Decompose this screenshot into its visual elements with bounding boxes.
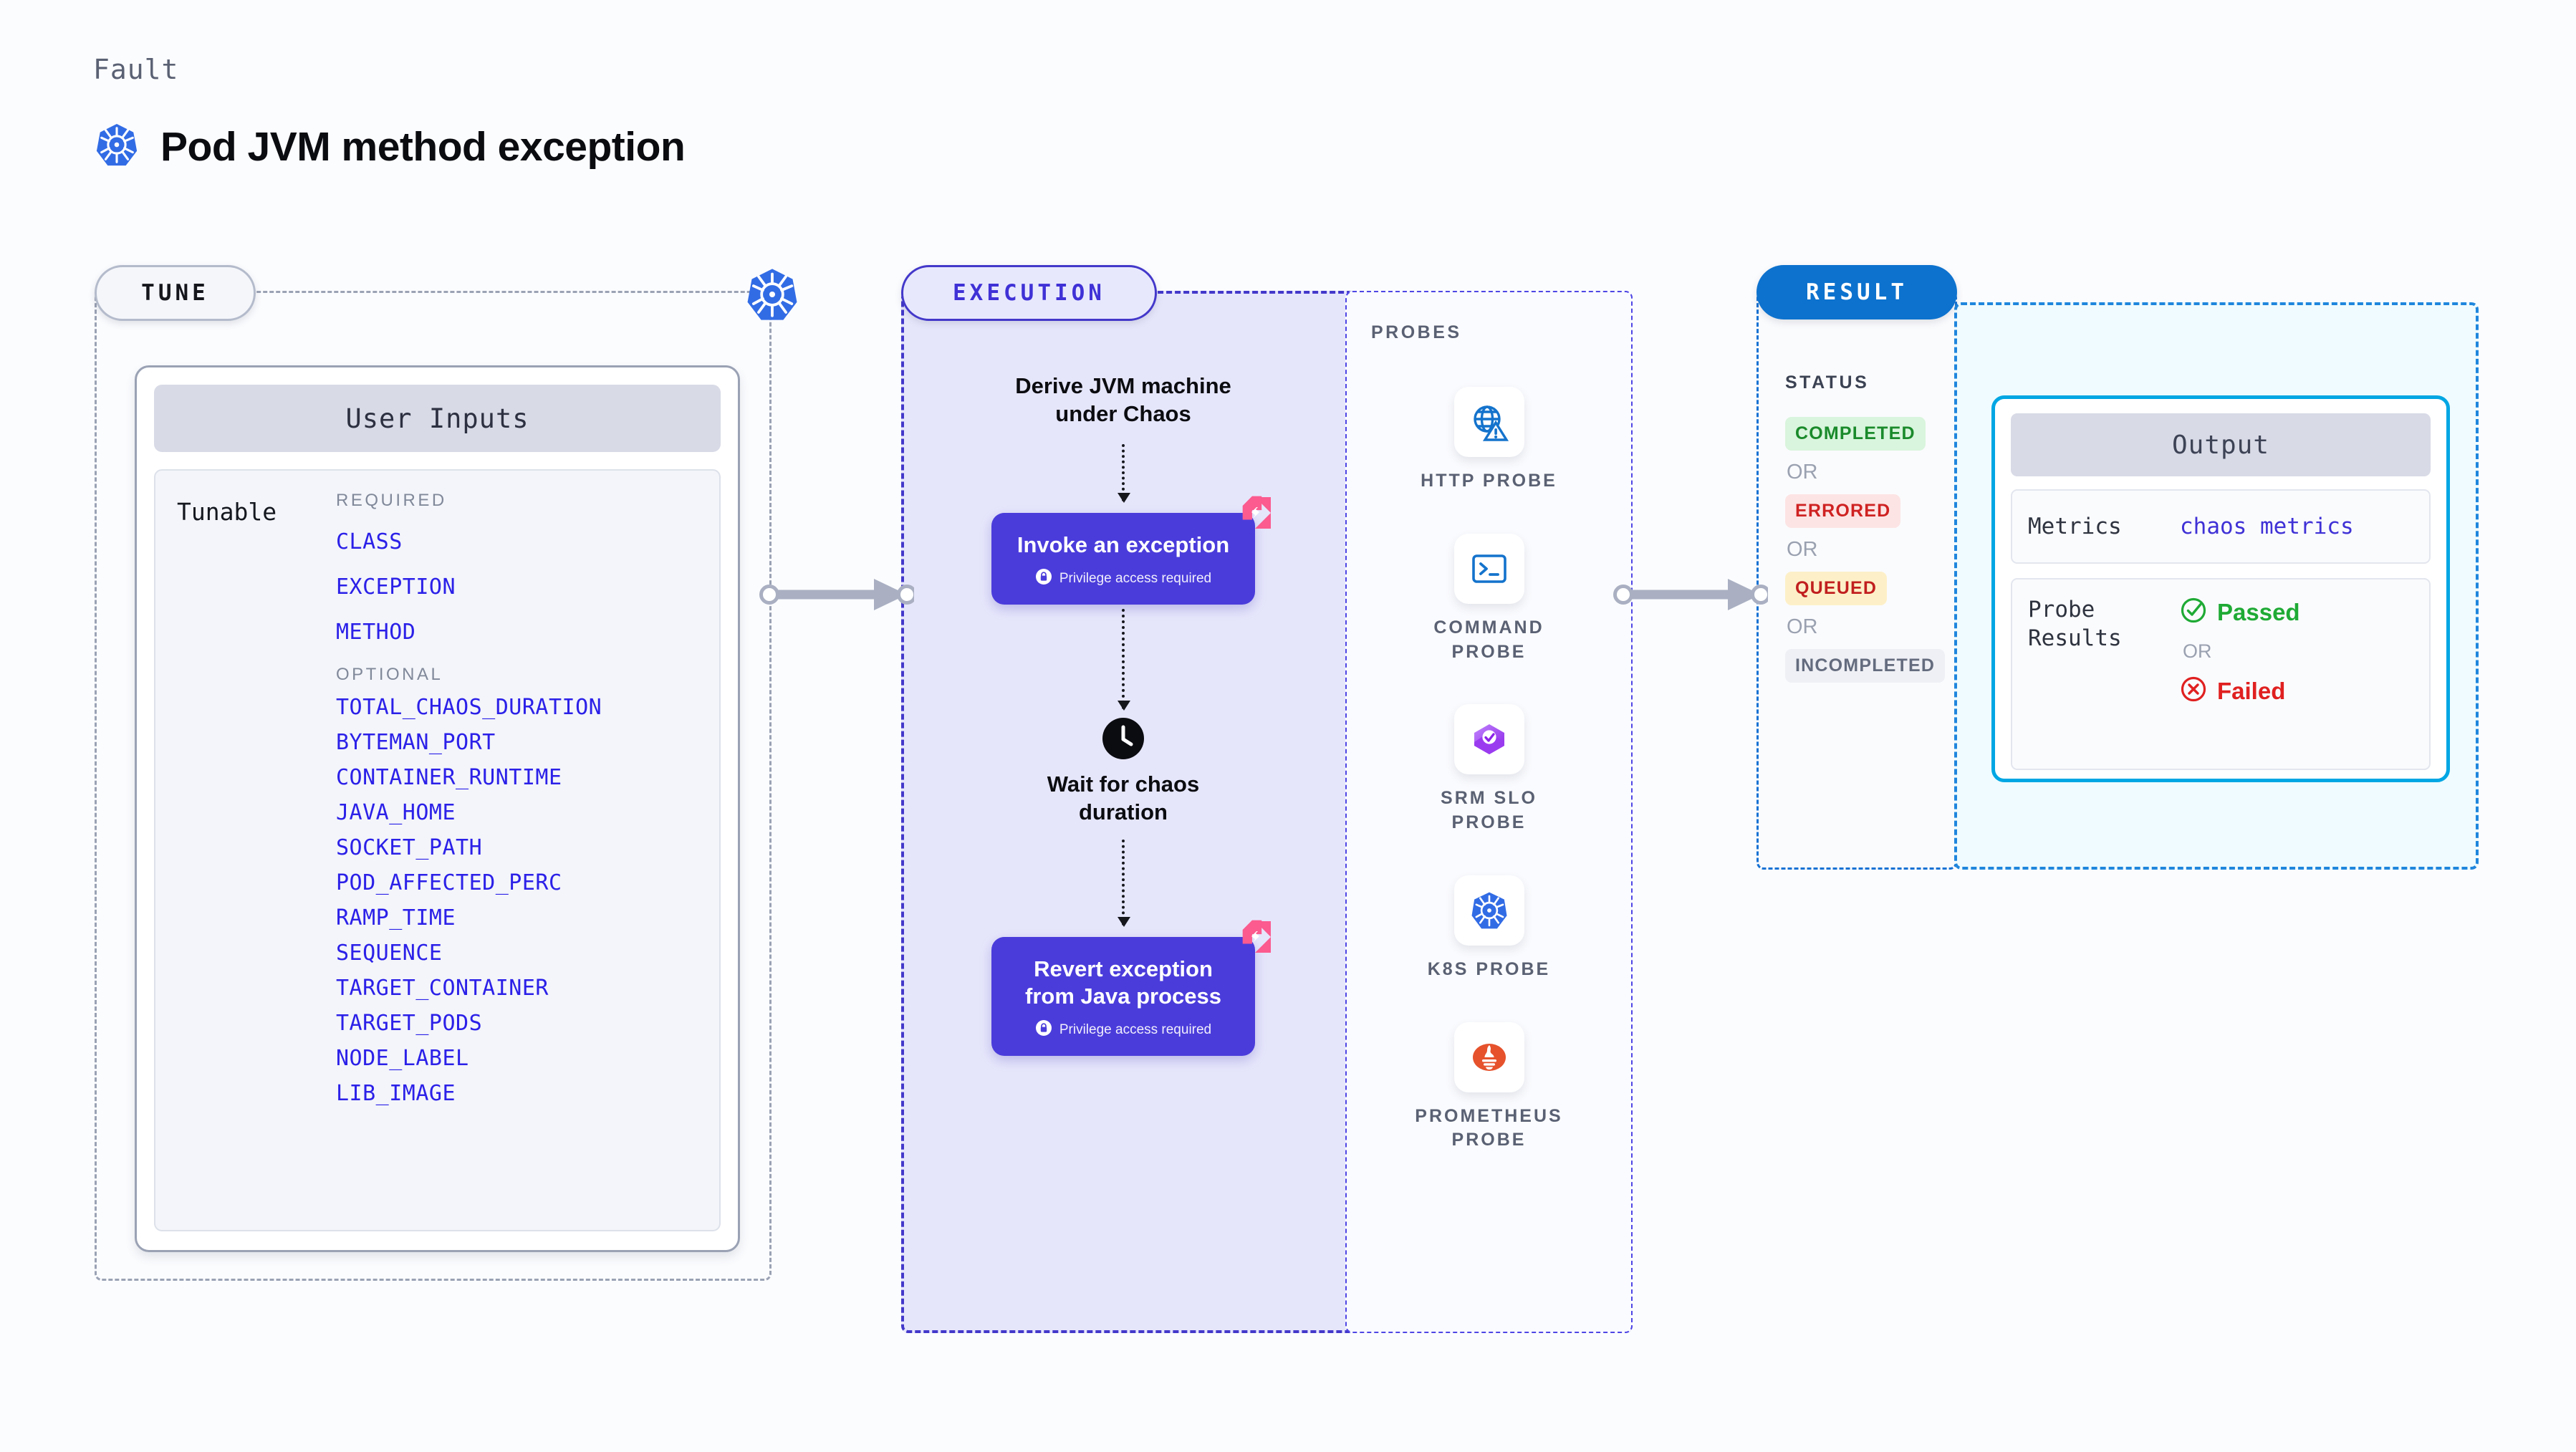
connector-tune-to-execution [759,573,917,620]
parameter-item[interactable]: METHOD [336,620,416,645]
privilege-row: Privilege access required [1001,568,1245,589]
or-separator: OR [2183,640,2212,662]
lock-icon [1035,568,1052,589]
status-list: COMPLETED OR ERRORED OR QUEUED OR INCOMP… [1785,417,1946,683]
tunable-body: Tunable REQUIRED CLASS EXCEPTION METHOD … [154,469,721,1231]
probes-panel [1345,291,1633,1333]
tunable-label: Tunable [177,498,277,526]
parameter-item[interactable]: TOTAL_CHAOS_DURATION [336,695,602,720]
status-title: STATUS [1785,372,1870,393]
privilege-text: Privilege access required [1059,570,1212,586]
globe-warning-icon [1453,387,1524,457]
probes-title: PROBES [1371,322,1462,342]
execution-step-title: Invoke an exception [1017,532,1230,557]
optional-group-label: OPTIONAL [336,665,443,684]
page-title-row: Pod JVM method exception [95,122,686,171]
user-inputs-card: User Inputs Tunable REQUIRED CLASS EXCEP… [135,365,740,1252]
probe-label: K8S PROBE [1427,958,1551,979]
tune-label-pill[interactable]: TUNE [95,265,256,321]
parameter-item[interactable]: LIB_IMAGE [336,1081,456,1106]
parameter-item[interactable]: SOCKET_PATH [336,835,483,860]
metrics-value[interactable]: chaos metrics [2180,514,2354,539]
prometheus-icon [1453,1021,1524,1092]
flow-arrow [1115,609,1132,711]
parameter-item[interactable]: EXCEPTION [336,574,456,600]
parameter-item[interactable]: TARGET_CONTAINER [336,976,549,1001]
parameter-item[interactable]: SEQUENCE [336,941,443,966]
required-parameter-list: CLASS EXCEPTION METHOD [336,529,712,645]
parameter-item[interactable]: BYTEMAN_PORT [336,730,496,755]
kubernetes-icon [1453,875,1524,946]
litmus-logo-icon [1236,494,1274,535]
probe-item-k8s[interactable]: K8S PROBE [1345,875,1633,982]
parameter-item[interactable]: CLASS [336,529,403,554]
terminal-icon [1453,533,1524,604]
x-circle-icon [2180,675,2207,706]
result-label-pill[interactable]: RESULT [1756,265,1957,319]
status-badge: INCOMPLETED [1785,649,1946,683]
connector-execution-to-result [1613,573,1771,620]
page-title: Pod JVM method exception [160,123,686,170]
status-badge: QUEUED [1785,572,1888,605]
optional-parameter-list: TOTAL_CHAOS_DURATION BYTEMAN_PORT CONTAI… [336,695,712,1106]
privilege-row: Privilege access required [1001,1019,1245,1040]
execution-label-pill[interactable]: EXECUTION [901,265,1157,321]
probe-results-values: Passed OR Failed [2180,595,2300,706]
kubernetes-icon [745,266,799,326]
status-badge: COMPLETED [1785,417,1926,451]
required-group-label: REQUIRED [336,491,447,510]
probe-result-failed: Failed [2180,675,2300,706]
passed-label: Passed [2217,598,2300,625]
probe-result-passed: Passed [2180,597,2300,628]
failed-label: Failed [2217,677,2286,704]
parameter-item[interactable]: POD_AFFECTED_PERC [336,870,562,895]
output-header: Output [2011,413,2431,476]
parameter-column: REQUIRED CLASS EXCEPTION METHOD OPTIONAL… [336,491,712,1116]
lock-icon [1035,1019,1052,1040]
privilege-text: Privilege access required [1059,1021,1212,1037]
kubernetes-icon [95,122,139,171]
output-row-metrics: Metrics chaos metrics [2011,489,2431,564]
user-inputs-header: User Inputs [154,385,721,452]
flow-arrow [1115,839,1132,927]
clock-icon [901,716,1345,761]
probe-item-http[interactable]: HTTP PROBE [1345,387,1633,494]
parameter-item[interactable]: JAVA_HOME [336,800,456,825]
tune-panel [95,291,772,1281]
srm-slo-icon [1453,704,1524,775]
parameter-item[interactable]: RAMP_TIME [336,905,456,931]
fault-kicker: Fault [93,54,179,85]
status-badge: ERRORED [1785,494,1901,528]
check-circle-icon [2180,597,2207,628]
parameter-item[interactable]: CONTAINER_RUNTIME [336,765,562,790]
metrics-key: Metrics [2028,513,2122,539]
parameter-item[interactable]: NODE_LABEL [336,1046,469,1071]
litmus-logo-icon [1236,918,1274,959]
probe-label: HTTP PROBE [1421,471,1557,491]
or-separator: OR [1787,615,1818,638]
execution-step-invoke[interactable]: Invoke an exception Privilege access req… [991,496,1271,605]
or-separator: OR [1787,538,1818,561]
flow-arrow [1115,443,1132,503]
or-separator: OR [1787,461,1818,484]
parameter-item[interactable]: TARGET_PODS [336,1011,483,1036]
